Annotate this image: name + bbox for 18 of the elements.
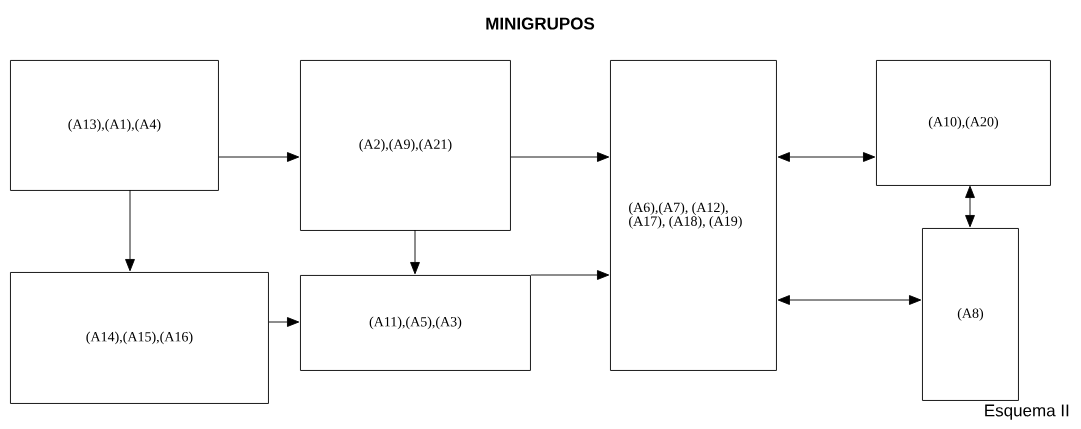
arrow bbox=[125, 189, 135, 272]
arrow bbox=[965, 185, 975, 228]
title: MINIGRUPOS bbox=[486, 17, 595, 30]
caption-label: Esquema II bbox=[985, 404, 1069, 420]
arrow bbox=[530, 270, 610, 280]
arrow bbox=[777, 152, 876, 162]
arrow bbox=[410, 229, 420, 275]
text-box: (A10),(A20) bbox=[876, 60, 1051, 186]
arrow bbox=[510, 152, 610, 162]
arrow bbox=[268, 317, 300, 327]
text-box: (A8) bbox=[922, 228, 1019, 401]
text-box: (A11),(A5),(A3) bbox=[300, 275, 531, 371]
arrow bbox=[777, 295, 922, 305]
text-box: (A14),(A15),(A16) bbox=[10, 272, 269, 404]
text-box: (A2),(A9),(A21) bbox=[300, 60, 511, 231]
text-box: (A6),(A7), (A12), (A17), (A18), (A19) bbox=[610, 60, 777, 371]
arrow bbox=[218, 152, 300, 162]
text-box: (A13),(A1),(A4) bbox=[10, 60, 219, 191]
